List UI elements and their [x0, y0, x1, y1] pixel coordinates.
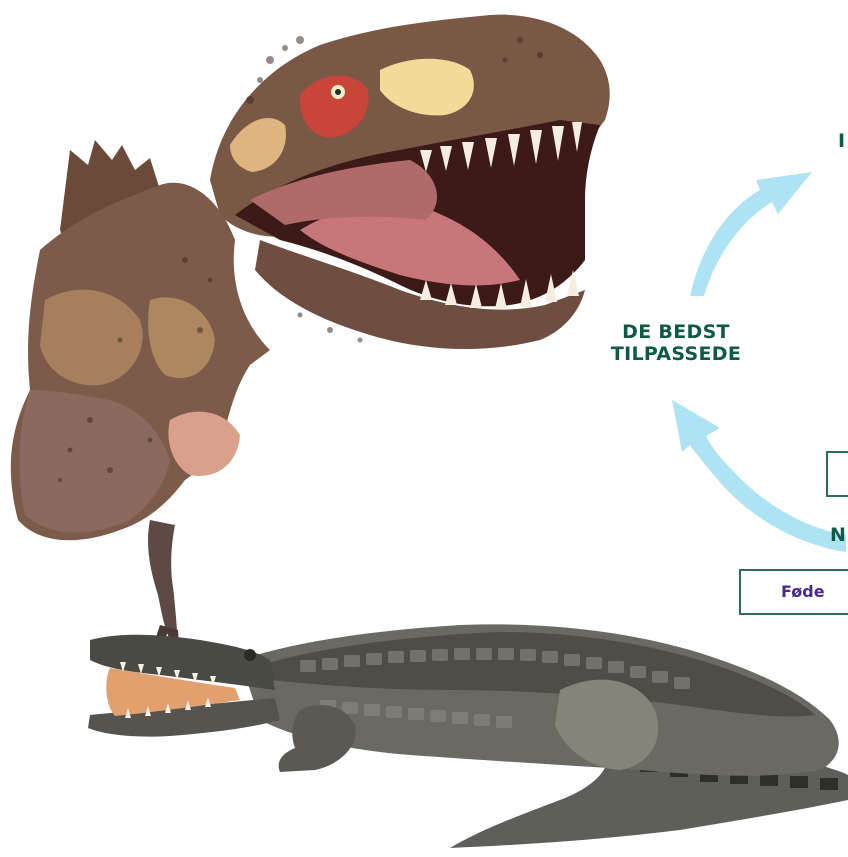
factor-box-partial	[826, 451, 848, 497]
label-best-adapted-line1: DE BEDST	[596, 321, 756, 343]
cycle-arrow-up	[690, 172, 812, 296]
cycle-arrow-down	[672, 400, 846, 552]
factor-box-food: Føde	[739, 569, 848, 615]
label-best-adapted: DE BEDST TILPASSEDE	[596, 321, 756, 365]
label-best-adapted-line2: TILPASSEDE	[596, 343, 756, 365]
factor-food-label: Føde	[781, 582, 825, 601]
label-n-partial: N	[830, 524, 846, 546]
label-top-partial: I	[838, 130, 845, 152]
